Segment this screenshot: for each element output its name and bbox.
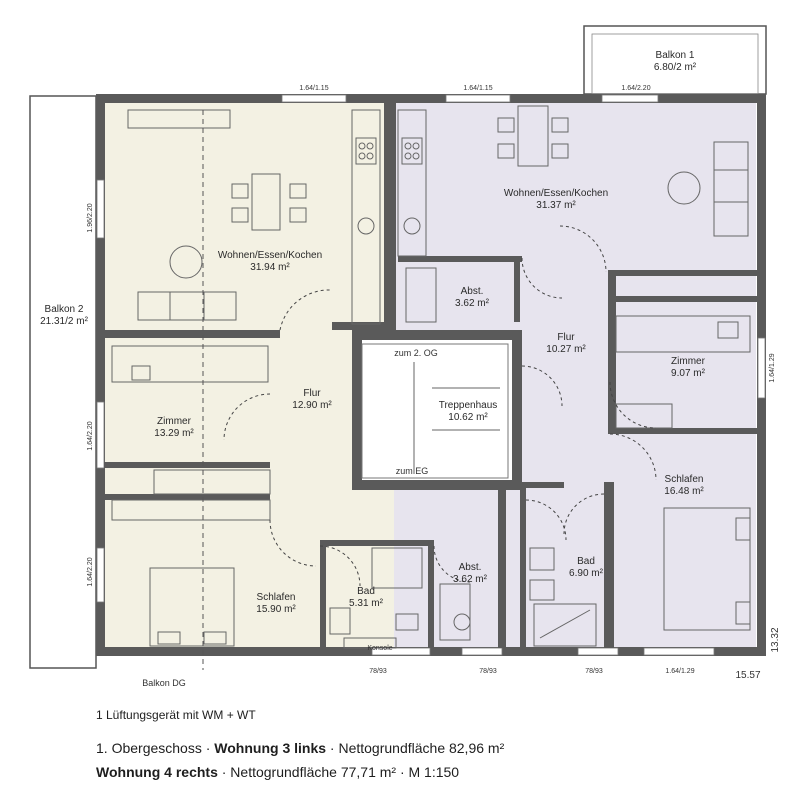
door-swings — [223, 225, 657, 587]
room-treppenhaus-area: 10.62 m² — [448, 412, 488, 423]
room-zimmer-rechts-area: 9.07 m² — [671, 368, 706, 379]
dimension-labels: 1.64/1.15 1.64/1.15 1.64/2.20 1.96/2.20 … — [87, 85, 781, 681]
room-wohnen-rechts-name: Wohnen/Essen/Kochen — [504, 188, 608, 199]
interior-walls — [104, 102, 758, 648]
room-wohnen-links-area: 31.94 m² — [250, 262, 290, 273]
konsole-label: Konsole — [367, 645, 392, 652]
room-abst-unten-area: 3.62 m² — [453, 574, 488, 585]
room-zimmer-links-name: Zimmer — [157, 416, 192, 427]
dim-overall-height: 13.32 — [770, 627, 781, 652]
dim-right-1: 1.64/1.29 — [769, 353, 776, 382]
balkon-dg-label: Balkon DG — [142, 678, 186, 688]
room-schlafen-rechts-name: Schlafen — [665, 474, 704, 485]
room-treppenhaus-name: Treppenhaus — [439, 400, 498, 411]
furniture-right — [361, 105, 751, 647]
footer-line-1: 1. Obergeschoss · Wohnung 3 links · Nett… — [96, 740, 504, 756]
dim-top-1: 1.64/1.15 — [299, 85, 328, 92]
room-wohnen-links-name: Wohnen/Essen/Kochen — [218, 250, 322, 261]
room-balkon2-area: 21.31/2 m² — [40, 316, 88, 327]
footer-line-1-suffix: · Nettogrundfläche 82,96 m² — [326, 740, 505, 756]
windows — [96, 94, 766, 656]
room-bad-rechts-name: Bad — [577, 556, 595, 567]
room-wohnen-rechts-area: 31.37 m² — [536, 200, 576, 211]
room-balkon2-name: Balkon 2 — [45, 304, 84, 315]
room-flur-rechts-name: Flur — [557, 332, 575, 343]
stairwell-fill — [356, 334, 518, 482]
room-schlafen-rechts-area: 16.48 m² — [664, 486, 704, 497]
dim-bottom-1: 78/93 — [369, 668, 387, 675]
dim-top-3: 1.64/2.20 — [621, 85, 650, 92]
room-bad-links-area: 5.31 m² — [349, 598, 384, 609]
dim-left-1: 1.96/2.20 — [87, 203, 94, 232]
footer-line-2-unit: Wohnung 4 rechts — [96, 764, 218, 780]
room-balkon1-name: Balkon 1 — [656, 50, 695, 61]
footer-line-2-suffix: · Nettogrundfläche 77,71 m² · M 1:150 — [217, 764, 460, 780]
room-flur-rechts-area: 10.27 m² — [546, 344, 586, 355]
room-schlafen-links-area: 15.90 m² — [256, 604, 296, 615]
room-abst-oben-name: Abst. — [461, 286, 484, 297]
footer-note: 1 Lüftungsgerät mit WM + WT — [96, 708, 256, 722]
room-flur-links-area: 12.90 m² — [292, 400, 332, 411]
dim-left-2: 1.64/2.20 — [87, 421, 94, 450]
stair-down-label: zum EG — [396, 466, 429, 476]
footer-line-1-unit: Wohnung 3 links — [214, 740, 327, 756]
room-bad-links-name: Bad — [357, 586, 375, 597]
room-schlafen-links-name: Schlafen — [257, 592, 296, 603]
footer-line-1-prefix: 1. Obergeschoss · — [96, 740, 215, 756]
room-balkon1-area: 6.80/2 m² — [654, 62, 697, 73]
dim-left-3: 1.64/2.20 — [87, 557, 94, 586]
furniture-left — [111, 109, 471, 649]
floor-plan: Wohnen/Essen/Kochen 31.94 m² Wohnen/Esse… — [29, 25, 781, 688]
footer-line-2: Wohnung 4 rechts · Nettogrundfläche 77,7… — [96, 764, 459, 780]
dim-top-2: 1.64/1.15 — [463, 85, 492, 92]
stair-up-label: zum 2. OG — [394, 348, 438, 358]
room-zimmer-links-area: 13.29 m² — [154, 428, 194, 439]
room-labels: Wohnen/Essen/Kochen 31.94 m² Wohnen/Esse… — [40, 50, 706, 688]
dim-bottom-4: 1.64/1.29 — [665, 668, 694, 675]
dim-bottom-3: 78/93 — [585, 668, 603, 675]
dim-bottom-2: 78/93 — [479, 668, 497, 675]
room-abst-oben-area: 3.62 m² — [455, 298, 490, 309]
room-zimmer-rechts-name: Zimmer — [671, 356, 706, 367]
room-flur-links-name: Flur — [303, 388, 321, 399]
dim-overall-width: 15.57 — [735, 670, 760, 681]
room-bad-rechts-area: 6.90 m² — [569, 568, 604, 579]
room-abst-unten-name: Abst. — [459, 562, 482, 573]
